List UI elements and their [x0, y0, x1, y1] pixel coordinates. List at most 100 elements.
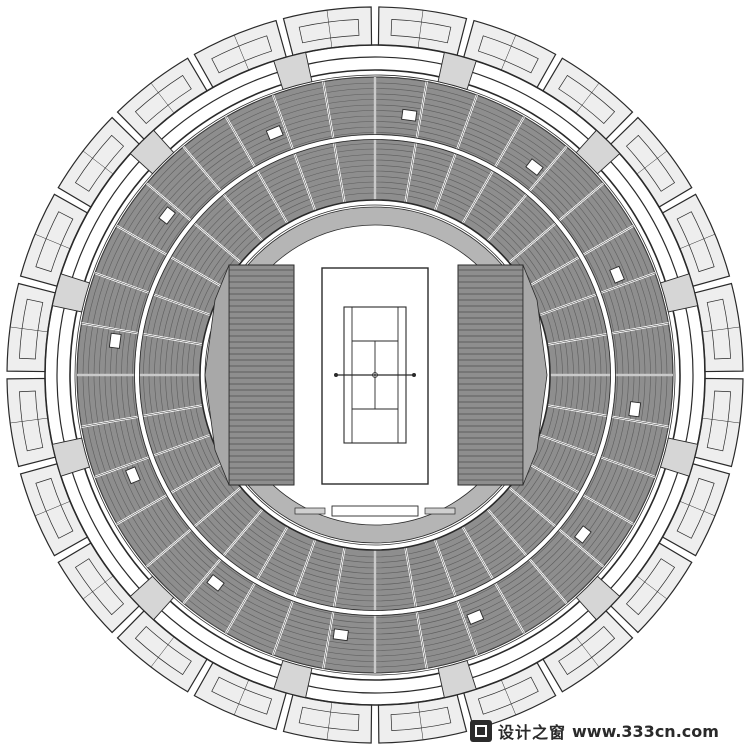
stair-core [273, 659, 313, 699]
stair-core [129, 575, 175, 621]
stair-core [659, 437, 699, 477]
arena-floor [204, 206, 548, 544]
west-side-stand [228, 264, 295, 486]
outer-pavilion [19, 463, 89, 557]
pavilion-room [390, 19, 452, 44]
pavilion-divider [702, 417, 740, 424]
tennis-court [334, 306, 416, 444]
vomitory [125, 466, 141, 485]
court-apron [321, 267, 429, 485]
outer-concourse-ring [44, 44, 706, 706]
watermark-site-name: 设计之窗 [498, 723, 567, 742]
pavilion-room [558, 74, 616, 125]
pavilion-room [390, 706, 452, 731]
pavilion-divider [150, 82, 175, 114]
outer-pavilion [193, 661, 287, 731]
stair-core [51, 437, 91, 477]
net-post-right [412, 373, 416, 377]
pavilion-room [676, 477, 715, 539]
pavilion-divider [34, 233, 71, 249]
pavilion-divider [150, 636, 175, 668]
concourse-ring [44, 44, 706, 706]
cross-aisle-edge [139, 139, 611, 611]
pavilion-divider [636, 575, 668, 600]
pavilion-room [211, 35, 273, 74]
pavilion-divider [233, 34, 249, 71]
vomitory [332, 628, 349, 642]
concourse-ring [69, 69, 681, 681]
player-bench-west [294, 507, 326, 515]
pavilion-room [298, 706, 360, 731]
pavilion-divider [34, 501, 71, 517]
pavilion-room [35, 477, 74, 539]
vomitory [628, 401, 642, 418]
vomitory [525, 158, 544, 177]
pavilion-divider [702, 326, 740, 333]
pavilion-divider [501, 34, 517, 71]
pavilion-room [19, 390, 44, 452]
pavilion-divider [417, 702, 424, 740]
site-watermark: 设计之窗 www.333cn.com [470, 718, 719, 744]
east-corner-seating [522, 264, 548, 486]
player-bench-east [424, 507, 456, 515]
pavilion-divider [233, 679, 249, 716]
outer-pavilion [463, 19, 557, 89]
outer-pavilion [661, 463, 731, 557]
vomitory [108, 332, 122, 349]
pavilion-room [558, 625, 616, 676]
outer-pavilion [193, 19, 287, 89]
stair-core [437, 659, 477, 699]
west-corner-seating [204, 264, 230, 486]
pavilion-room [298, 19, 360, 44]
stair-core [129, 129, 175, 175]
concourse-ring [56, 56, 694, 694]
pavilion-divider [501, 679, 517, 716]
media-bench [331, 505, 419, 517]
pavilion-room [706, 390, 731, 452]
pavilion-divider [82, 150, 114, 175]
pavilion-divider [82, 575, 114, 600]
pavilion-divider [326, 702, 333, 740]
pavilion-divider [10, 326, 48, 333]
pavilion-room [74, 134, 125, 192]
vomitory [573, 525, 592, 544]
vomitory [466, 609, 485, 625]
pavilion-room [74, 558, 125, 616]
concourse-ring [74, 74, 676, 676]
watermark-url: www.333cn.com [572, 721, 719, 741]
stair-core [575, 129, 621, 175]
upper-seating-bowl [76, 76, 674, 674]
pavilion-room [134, 625, 192, 676]
pavilion-divider [417, 10, 424, 48]
stair-core [575, 575, 621, 621]
pavilion-divider [575, 82, 600, 114]
cross-aisle [135, 135, 615, 615]
pavilion-divider [575, 636, 600, 668]
stair-core [273, 51, 313, 91]
center-mark [372, 372, 378, 378]
stair-core [51, 273, 91, 313]
pavilion-room [134, 74, 192, 125]
pavilion-room [706, 298, 731, 360]
outer-pavilion [19, 193, 89, 287]
vomitory [158, 206, 177, 225]
east-side-stand [457, 264, 524, 486]
outer-pavilion [661, 193, 731, 287]
pavilion-room [19, 298, 44, 360]
site-logo-icon [470, 720, 492, 742]
pavilion-room [477, 676, 539, 715]
pavilion-divider [679, 233, 716, 249]
pavilion-room [35, 211, 74, 273]
pavilion-room [676, 211, 715, 273]
pavilion-room [625, 134, 676, 192]
pavilion-room [477, 35, 539, 74]
stair-core [659, 273, 699, 313]
pavilion-divider [636, 150, 668, 175]
vomitory [265, 125, 284, 141]
stair-core [437, 51, 477, 91]
vomitory [206, 573, 225, 592]
vomitory [609, 265, 625, 284]
pavilion-divider [326, 10, 333, 48]
pavilion-divider [679, 501, 716, 517]
